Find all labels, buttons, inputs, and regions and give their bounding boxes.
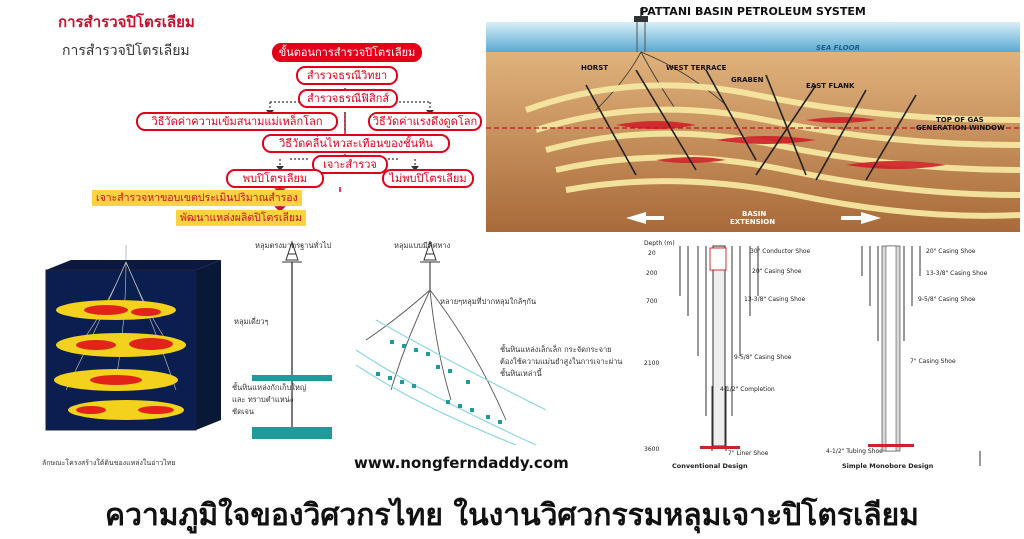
vertical-well-label: หลุมเดี่ยวๆ [234, 317, 269, 326]
page-caption: ความภูมิใจของวิศวกรไทย ในงานวิศวกรรมหลุม… [105, 498, 919, 533]
casing-design-panel: Depth (m) 20 200 700 2100 3600 30" Condu… [640, 236, 1024, 476]
cross-section-title: PATTANI BASIN PETROLEUM SYSTEM [640, 5, 866, 18]
conventional-label-4: 9-5/8" Casing Shoe [734, 354, 792, 361]
sea-floor-label: SEA FLOOR [816, 44, 860, 52]
flowchart-header: การสำรวจปิโตรเลียม [58, 13, 195, 31]
conventional-label-6: 7" Liner Shoe [728, 450, 769, 457]
gas-window-label-1: TOP OF GAS [936, 116, 984, 124]
depth-700: 700 [646, 298, 658, 305]
monobore-label-4: 7" Casing Shoe [910, 358, 956, 365]
gas-window-label-2: GENERATION WINDOW [916, 124, 1005, 132]
monobore-title: Simple Monobore Design [842, 462, 934, 470]
conventional-label-2: 20" Casing Shoe [752, 268, 802, 275]
vertical-note-1: ชั้นหินแหล่งกักเก็บใหญ่ [232, 383, 307, 392]
vertical-note-3: ชัดเจน [232, 407, 255, 416]
west-terrace-label: WEST TERRACE [666, 64, 727, 72]
monobore-label-2: 13-3/8" Casing Shoe [926, 270, 988, 277]
conventional-label-3: 13-3/8" Casing Shoe [744, 296, 806, 303]
directional-note-2: ต้องใช้ความแม่นยำสูงในการเจาะผ่าน [500, 357, 623, 366]
reservoir-caption: ลักษณะโครงสร้างใต้ดินของแหล่งในอ่าวไทย [42, 459, 176, 467]
directional-note-1: ชั้นหินแหล่งเล็กเล็ก กระจัดกระจาย [500, 345, 612, 354]
directional-well-diagram [355, 240, 547, 446]
vertical-note-2: และ ทราบตำแหน่ง [232, 395, 294, 404]
graben-label: GRABEN [731, 76, 764, 84]
website-url[interactable]: www.nongferndaddy.com [354, 454, 569, 472]
vertical-well-title: หลุมตรงมาตรฐานทั่วไป [255, 241, 332, 250]
pattani-cross-section: PATTANI BASIN PETROLEUM SYSTEM SEA FLOOR… [486, 0, 1020, 232]
flowchart-step-start: ขั้นตอนการสำรวจปิโตรเลียม [272, 43, 422, 62]
platform-icon [634, 8, 648, 52]
depth-2100: 2100 [644, 360, 660, 367]
depth-3600: 3600 [644, 446, 660, 453]
monobore-label-3: 9-5/8" Casing Shoe [918, 296, 976, 303]
reservoir-3d-block [36, 240, 226, 435]
conventional-label-5: 4-1/2" Completion [720, 386, 775, 393]
monobore-label-5: 4-1/2" Tubing Shoe [826, 448, 883, 455]
conventional-title: Conventional Design [672, 462, 748, 470]
horst-label: HORST [581, 64, 609, 72]
flowchart-step-not-found: ไม่พบปิโตรเลียม [382, 169, 474, 188]
extension-label: EXTENSION [730, 218, 776, 226]
basin-label: BASIN [742, 210, 767, 218]
flowchart-step-found: พบปิโตรเลียม [226, 169, 324, 188]
flowchart-step-drilling: เจาะสำรวจ [312, 155, 388, 174]
flowchart-step-magnetic: วิธีวัดค่าความเข้มสนามแม่เหล็กโลก [136, 112, 338, 131]
flowchart-subtitle: การสำรวจปิโตรเลียม [62, 43, 190, 59]
directional-note-3: ชั้นหินเหล่านี้ [500, 369, 542, 378]
directional-well-label: หลายๆหลุมที่ปากหลุมใกล้ๆกัน [440, 297, 537, 306]
monobore-label-1: 20" Casing Shoe [926, 248, 976, 255]
east-flank-label: EAST FLANK [806, 82, 855, 90]
flowchart-step-geology: สำรวจธรณีวิทยา [296, 66, 398, 85]
depth-200: 200 [646, 270, 658, 277]
conventional-label-1: 30" Conductor Shoe [750, 248, 811, 255]
flowchart-step-development: พัฒนาแหล่งผลิตปิโตรเลียม [176, 210, 306, 226]
depth-20: 20 [648, 250, 656, 257]
flowchart-step-seismic: วิธีวัดคลื่นไหวสะเทือนของชั้นหิน [262, 134, 450, 153]
depth-header: Depth (m) [644, 240, 675, 247]
flowchart-step-gravity: วิธีวัดค่าแรงดึงดูดโลก [368, 112, 482, 131]
flowchart-step-geophysics: สำรวจธรณีฟิสิกส์ [298, 89, 398, 108]
vertical-well-diagram [232, 240, 362, 450]
flowchart-step-appraisal: เจาะสำรวจหาขอบเขตประเมินปริมาณสำรอง [92, 190, 302, 206]
directional-well-title: หลุมแบบมีทิศทาง [394, 241, 451, 250]
